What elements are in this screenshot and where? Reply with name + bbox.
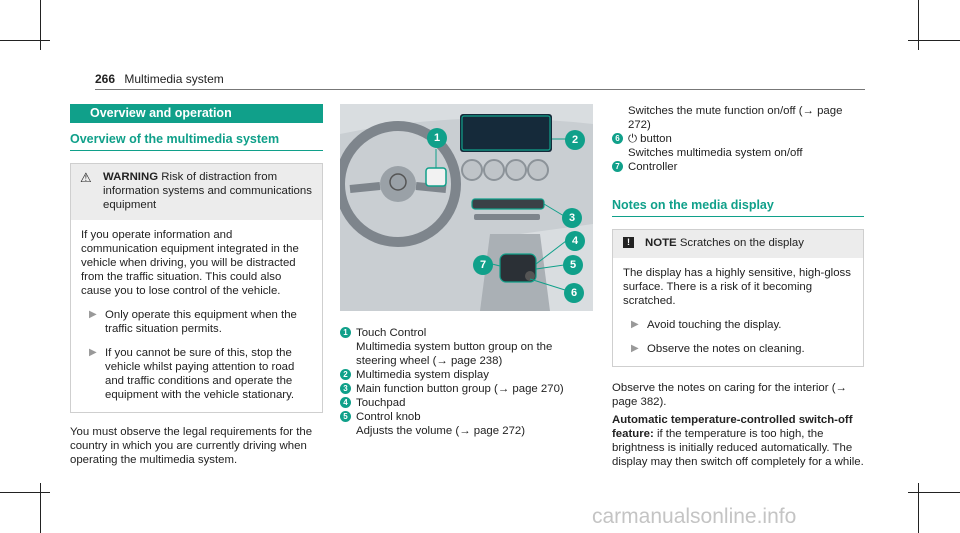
middle-column: 1 Touch Control Multimedia system button… bbox=[340, 326, 593, 438]
figure-callout: 5 bbox=[563, 255, 583, 275]
subheading: Overview of the multimedia system bbox=[70, 132, 280, 146]
warning-header: ⚠ WARNING Risk of distraction from infor… bbox=[71, 164, 322, 220]
legend-number: 1 bbox=[340, 327, 351, 338]
page-header: 266 Multimedia system bbox=[95, 72, 224, 86]
note-box: ! NOTE Scratches on the display The disp… bbox=[612, 229, 864, 367]
legend-item: 3 Main function button group (→ page 270… bbox=[340, 382, 593, 396]
note-label: NOTE bbox=[645, 237, 677, 249]
legend-item: 7 Controller bbox=[612, 160, 864, 174]
legend-item: 2 Multimedia system display bbox=[340, 368, 593, 382]
legend-number: 2 bbox=[340, 369, 351, 380]
warning-body: If you operate information and communica… bbox=[71, 220, 322, 412]
watermark: carmanualsonline.info bbox=[592, 505, 797, 528]
warning-box: ⚠ WARNING Risk of distraction from infor… bbox=[70, 163, 323, 413]
care-paragraph: Observe the notes on caring for the inte… bbox=[612, 382, 847, 408]
legend-item: 6 ⏻ button Switches multimedia system on… bbox=[612, 132, 864, 160]
warning-step: ▶ If you cannot be sure of this, stop th… bbox=[89, 347, 295, 401]
legend-item: 4 Touchpad bbox=[340, 396, 593, 410]
subheading-rule bbox=[70, 150, 323, 151]
figure-callout: 3 bbox=[562, 208, 582, 228]
figure-callout: 2 bbox=[565, 130, 585, 150]
crop-mark bbox=[40, 483, 41, 533]
legend-item: 1 Touch Control Multimedia system button… bbox=[340, 326, 593, 368]
legend-number: 7 bbox=[612, 161, 623, 172]
crop-mark bbox=[0, 40, 50, 41]
legend-item: 5 Control knob Adjusts the volume (→ pag… bbox=[340, 410, 593, 438]
crop-mark bbox=[908, 40, 960, 41]
legend-number: 4 bbox=[340, 397, 351, 408]
step-arrow-icon: ▶ bbox=[631, 343, 639, 354]
crop-mark bbox=[918, 483, 919, 533]
cockpit-figure: 1 2 3 4 5 6 7 bbox=[340, 104, 593, 311]
mute-description: Switches the mute function on/off (→ pag… bbox=[628, 105, 843, 131]
step-arrow-icon: ▶ bbox=[89, 347, 97, 358]
crop-mark bbox=[918, 0, 919, 50]
crop-mark bbox=[40, 0, 41, 50]
section-bar: Overview and operation bbox=[70, 104, 323, 123]
note-body: The display has a highly sensitive, high… bbox=[613, 258, 863, 366]
figure-callout: 1 bbox=[427, 128, 447, 148]
switch-off-paragraph: Automatic temperature-controlled switch-… bbox=[612, 414, 864, 468]
header-rule bbox=[95, 89, 865, 90]
warning-step: ▶ Only operate this equipment when the t… bbox=[89, 309, 297, 335]
note-header: ! NOTE Scratches on the display bbox=[613, 230, 863, 258]
power-icon: ⏻ bbox=[628, 133, 638, 145]
subheading: Notes on the media display bbox=[612, 198, 774, 212]
note-step: ▶ Avoid touching the display. bbox=[631, 319, 782, 331]
note-title: Scratches on the display bbox=[676, 237, 804, 249]
crop-mark bbox=[0, 492, 50, 493]
legend-number: 6 bbox=[612, 133, 623, 144]
figure-callout: 7 bbox=[473, 255, 493, 275]
section-title: Multimedia system bbox=[124, 72, 224, 86]
crop-mark bbox=[908, 492, 960, 493]
left-column: Overview and operation Overview of the m… bbox=[70, 104, 323, 467]
step-arrow-icon: ▶ bbox=[631, 319, 639, 330]
subheading-rule bbox=[612, 216, 864, 217]
note-step: ▶ Observe the notes on cleaning. bbox=[631, 343, 805, 355]
page-number: 266 bbox=[95, 72, 116, 86]
step-arrow-icon: ▶ bbox=[89, 309, 97, 320]
warning-title: Risk of distraction from information sys… bbox=[103, 171, 312, 211]
warning-triangle-icon: ⚠ bbox=[80, 170, 92, 185]
note-text: The display has a highly sensitive, high… bbox=[623, 267, 851, 307]
figure-callout: 6 bbox=[564, 283, 584, 303]
note-exclamation-icon: ! bbox=[623, 237, 634, 248]
legend-number: 5 bbox=[340, 411, 351, 422]
legend-number: 3 bbox=[340, 383, 351, 394]
legal-paragraph: You must observe the legal requirements … bbox=[70, 426, 313, 466]
cockpit-illustration bbox=[340, 104, 593, 311]
right-column: Switches the mute function on/off (→ pag… bbox=[612, 104, 864, 469]
warning-label: WARNING bbox=[103, 171, 159, 183]
figure-callout: 4 bbox=[565, 231, 585, 251]
warning-text: If you operate information and communica… bbox=[81, 229, 299, 297]
